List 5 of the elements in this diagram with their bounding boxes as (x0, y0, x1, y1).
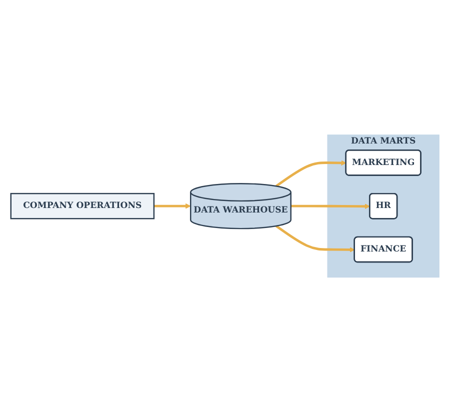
arrow (154, 204, 191, 210)
node-box: COMPANY OPERATIONS (10, 193, 155, 220)
arrow (276, 225, 355, 253)
arrow (290, 204, 370, 210)
arrow (276, 160, 346, 188)
